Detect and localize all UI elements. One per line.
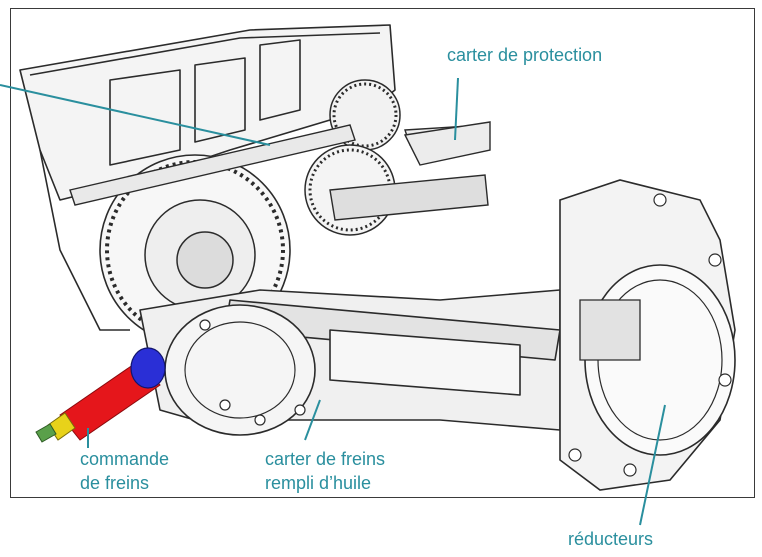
reducer-housing xyxy=(559,179,736,491)
figure-frame xyxy=(10,8,755,498)
leader-carter-protection xyxy=(454,77,459,141)
leader-carter-freins xyxy=(304,399,321,441)
leader-shaft xyxy=(0,84,271,146)
label-carter-freins-line1: carter de freins xyxy=(265,449,386,469)
label-carter-freins-line2: rempli d’huile xyxy=(265,473,372,493)
protection-cover xyxy=(403,121,491,166)
label-carter-protection: carter de protection xyxy=(447,45,603,65)
leader-lines xyxy=(0,77,666,526)
brake-housing xyxy=(164,304,316,436)
leader-reducteurs xyxy=(639,404,666,526)
label-reducteurs: réducteurs xyxy=(568,529,654,549)
label-commande-line2: de freins xyxy=(80,473,150,493)
label-commande-line1: commande xyxy=(80,449,170,469)
brake-control-rod xyxy=(35,347,166,443)
